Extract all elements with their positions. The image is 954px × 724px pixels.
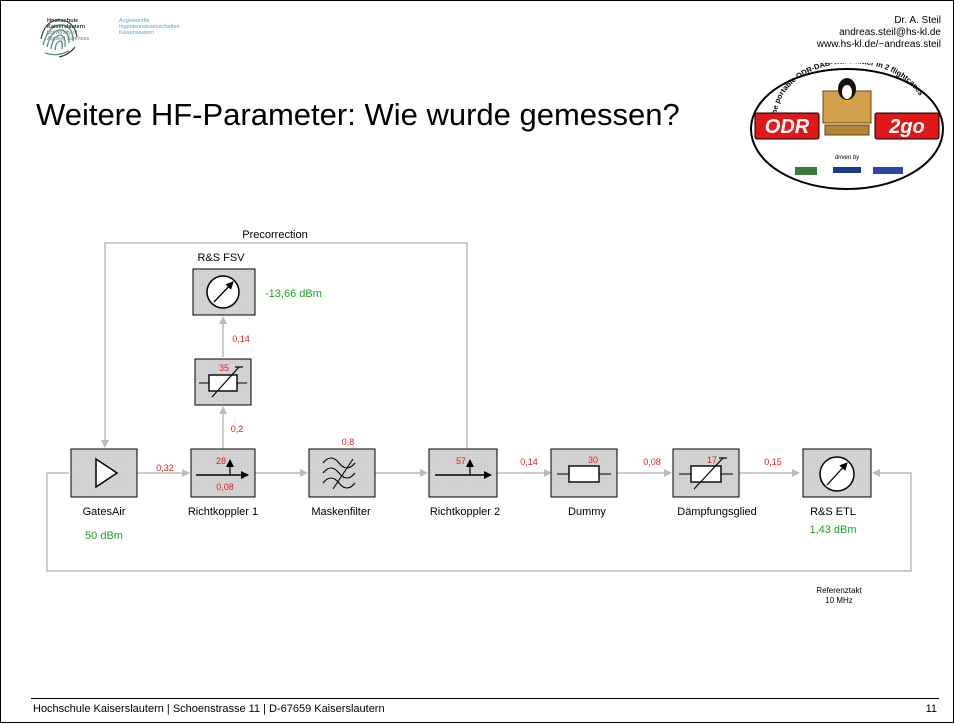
author-email[interactable]: andreas.steil@hs-kl.de — [839, 27, 941, 38]
logo-text-hochschule: Hochschule Kaiserslautern — [47, 18, 86, 30]
label-dummy: Dummy — [568, 506, 606, 518]
block-rs-fsv — [192, 268, 256, 316]
author-block: Dr. A. Steil andreas.steil@hs-kl.de www.… — [817, 15, 941, 51]
author-name: Dr. A. Steil — [894, 15, 941, 26]
sponsor-logos-icon — [795, 167, 903, 175]
label-gatesair: GatesAir — [83, 506, 126, 518]
resistor-icon — [568, 465, 600, 483]
filter-icon — [322, 457, 356, 490]
block-rs-etl — [802, 448, 872, 498]
loss-rk1-att: 0,2 — [231, 424, 244, 434]
block-maskenfilter — [308, 448, 376, 498]
label-maskenfilter: Maskenfilter — [311, 506, 371, 518]
value-fsv-atten: 35 — [219, 363, 229, 373]
value-etl-power: 1,43 dBm — [809, 524, 856, 536]
value-gatesair-power: 50 dBm — [85, 530, 123, 542]
block-gatesair — [70, 448, 138, 498]
footer-divider — [31, 698, 939, 699]
logo-text-university: University of Applied Sciences — [47, 30, 90, 42]
loss-att-fsv: 0,14 — [232, 334, 250, 344]
value-daempfung: 17 — [707, 455, 717, 465]
amplifier-icon — [95, 457, 119, 489]
label-referenztakt: Referenztakt — [816, 586, 862, 595]
label-precorrection: Precorrection — [242, 229, 307, 241]
footer-address: Hochschule Kaiserslautern | Schoenstrass… — [33, 703, 385, 715]
loss-gates-rk1: 0,32 — [156, 463, 174, 473]
label-rs-etl: R&S ETL — [810, 506, 856, 518]
block-richtkoppler-1 — [190, 448, 256, 498]
logo-text-angewandte: Angewandte Ingenieurwissenschaften Kaise… — [119, 18, 180, 36]
value-fsv-power: -13,66 dBm — [265, 288, 322, 300]
attenuator-icon — [690, 465, 722, 483]
label-richtkoppler-1: Richtkoppler 1 — [188, 506, 258, 518]
link-loss-values: 0,32 0,8 0,14 0,08 0,15 0,2 0,14 — [156, 334, 782, 473]
label-richtkoppler-2: Richtkoppler 2 — [430, 506, 500, 518]
badge-brand-right: 2go — [888, 116, 925, 138]
block-richtkoppler-2 — [428, 448, 498, 498]
author-website[interactable]: www.hs-kl.de/~andreas.steil — [816, 39, 941, 50]
odr2go-badge: The portable ODR-DAB-Transmitter in 2 fl… — [750, 63, 944, 190]
label-rs-fsv: R&S FSV — [197, 252, 245, 264]
block-dummy — [550, 448, 618, 498]
badge-driven-by: driven by — [835, 155, 860, 161]
label-daempfungsglied: Dämpfungsglied — [677, 506, 757, 518]
badge-brand-left: ODR — [765, 116, 810, 138]
block-daempfungsglied — [672, 448, 740, 498]
value-dummy: 30 — [588, 455, 598, 465]
attenuator-icon — [208, 374, 238, 392]
label-referenztakt-freq: 10 MHz — [825, 596, 853, 605]
signal-connections — [46, 242, 912, 572]
loss-daempf-etl: 0,15 — [764, 457, 782, 467]
slide-title: Weitere HF-Parameter: Wie wurde gemessen… — [36, 97, 680, 132]
page-number: 11 — [925, 703, 937, 715]
loss-dummy-daempf: 0,08 — [643, 457, 661, 467]
fingerprint-logo-icon — [40, 19, 78, 58]
value-rk2-coupling: 57 — [456, 456, 466, 466]
value-rk1-coupling: 28 — [216, 456, 226, 466]
loss-rk2-dummy: 0,14 — [520, 457, 538, 467]
value-rk1-loss: 0,08 — [216, 482, 234, 492]
block-fsv-attenuator — [194, 358, 252, 406]
loss-maskenfilter: 0,8 — [342, 437, 355, 447]
